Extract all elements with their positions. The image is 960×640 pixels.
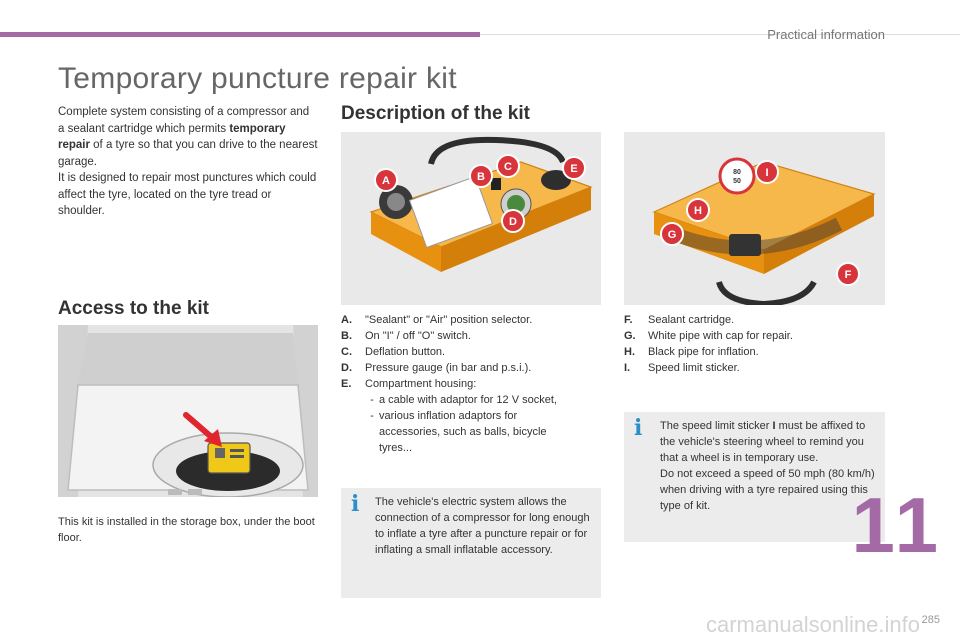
kit-markers-right: I H G F	[660, 160, 860, 286]
sub-list-item: -various inflation adaptors for accessor…	[341, 408, 603, 456]
item-letter: H.	[624, 346, 635, 358]
item-text: Compartment housing:	[365, 378, 477, 390]
page-title: Temporary puncture repair kit	[58, 62, 457, 95]
boot-photo	[58, 325, 318, 497]
list-item: E. Compartment housing:	[341, 376, 603, 392]
header-accent-bar	[0, 32, 480, 37]
list-item: H. Black pipe for inflation.	[624, 344, 886, 360]
item-text: Black pipe for inflation.	[648, 346, 759, 358]
kit-items-right: F. Sealant cartridge. G. White pipe with c…	[624, 312, 886, 376]
list-item: B. On "I" / off "O" switch.	[341, 328, 603, 344]
info-box-speed: i The speed limit sticker I must be affi…	[624, 412, 885, 542]
info-box-electric-text: The vehicle's electric system allows the…	[375, 496, 590, 556]
info-speed-part2: must be affixed to the vehicle's steerin…	[660, 420, 866, 464]
intro-part1: Complete system consisting of a compress…	[58, 106, 310, 135]
intro-part2: of a tyre so that you can drive to the n…	[58, 139, 318, 168]
item-letter: F.	[624, 314, 633, 326]
marker-e: E	[562, 156, 586, 180]
item-letter: D.	[341, 362, 352, 374]
item-text: Sealant cartridge.	[648, 314, 735, 326]
item-letter: C.	[341, 346, 352, 358]
sub-item-text: a cable with adaptor for 12 V socket,	[379, 394, 557, 406]
info-speed-bold: I	[772, 420, 776, 432]
item-text: White pipe with cap for repair.	[648, 330, 793, 342]
svg-text:A: A	[382, 175, 390, 187]
info-speed-line2: Do not exceed a speed of 50 mph (80 km/h…	[660, 468, 875, 512]
item-letter: A.	[341, 314, 352, 326]
intro-text: Complete system consisting of a compress…	[58, 104, 318, 220]
list-item: A. "Sealant" or "Air" position selector.	[341, 312, 603, 328]
marker-i: I	[755, 160, 779, 184]
info-speed-part1: The speed limit sticker	[660, 420, 773, 432]
list-item: F. Sealant cartridge.	[624, 312, 886, 328]
info-box-electric: i The vehicle's electric system allows t…	[341, 488, 601, 598]
list-item: D. Pressure gauge (in bar and p.s.i.).	[341, 360, 603, 376]
marker-f: F	[836, 262, 860, 286]
sticker-speed-2: 50	[733, 178, 741, 185]
chapter-number: 11	[851, 481, 942, 569]
boot-illustration	[58, 325, 318, 497]
access-caption: This kit is installed in the storage box…	[58, 516, 315, 544]
info-box-speed-text: The speed limit sticker I must be affixe…	[660, 418, 882, 514]
marker-d: D	[501, 209, 525, 233]
item-text: Pressure gauge (in bar and p.s.i.).	[365, 362, 532, 374]
kit-photo-back: 80 50 I H G F	[624, 132, 885, 305]
sub-item-text: various inflation adaptors for accessori…	[379, 410, 547, 454]
svg-text:F: F	[845, 269, 852, 281]
svg-text:D: D	[509, 216, 517, 228]
watermark: carmanualsonline.info	[705, 612, 920, 637]
marker-c: C	[496, 154, 520, 178]
item-letter: I.	[624, 362, 631, 374]
sticker-speed-1: 80	[733, 169, 741, 176]
intro-line2: It is designed to repair most punctures …	[58, 172, 317, 217]
list-item: G. White pipe with cap for repair.	[624, 328, 886, 344]
marker-g: G	[660, 222, 684, 246]
sub-list-item: -a cable with adaptor for 12 V socket,	[370, 394, 557, 406]
kit-markers-left: A B C D E	[374, 154, 586, 233]
item-text: On "I" / off "O" switch.	[365, 330, 471, 342]
marker-b: B	[469, 164, 493, 188]
item-letter: E.	[341, 378, 352, 390]
item-text: Speed limit sticker.	[648, 362, 740, 374]
info-icon: i	[634, 415, 643, 441]
description-heading: Description of the kit	[341, 103, 530, 124]
list-item: C. Deflation button.	[341, 344, 603, 360]
access-heading: Access to the kit	[58, 298, 209, 319]
kit-items-left: A."Sealant" or "Air" position selector. …	[341, 312, 603, 456]
svg-text:I: I	[765, 167, 768, 179]
item-letter: B.	[341, 330, 352, 342]
list-item: I. Speed limit sticker.	[624, 360, 886, 376]
svg-text:H: H	[694, 205, 702, 217]
intro-bold: temporary repair	[58, 122, 286, 152]
header-divider	[480, 34, 960, 35]
svg-text:G: G	[668, 229, 677, 241]
section-title: Practical information	[767, 27, 885, 42]
kit-photo-front: A B C D E	[341, 132, 601, 305]
item-letter: G.	[624, 330, 636, 342]
item-text: Deflation button.	[365, 346, 446, 358]
marker-h: H	[686, 198, 710, 222]
item-text: "Sealant" or "Air" position selector.	[365, 314, 533, 326]
page-number: 285	[921, 614, 940, 626]
svg-text:E: E	[570, 163, 577, 175]
svg-text:B: B	[477, 171, 485, 183]
svg-text:C: C	[504, 161, 512, 173]
marker-a: A	[374, 168, 398, 192]
info-icon: i	[351, 491, 360, 517]
